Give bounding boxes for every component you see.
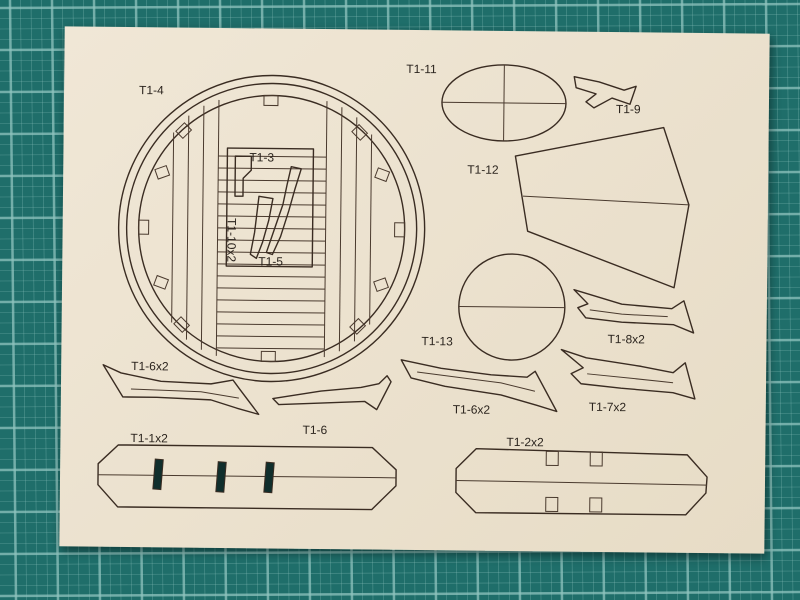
- part-t1-1x2: [97, 444, 397, 511]
- label-t1-10x2: T1-10x2: [224, 218, 239, 263]
- part-t1-8x2: [573, 288, 695, 334]
- label-t1-8x2: T1-8x2: [607, 332, 645, 347]
- label-t1-5: T1-5: [258, 254, 284, 269]
- part-t1-13-circle: [458, 253, 566, 361]
- part-t1-7x2: [560, 348, 696, 400]
- label-t1-4: T1-4: [139, 83, 164, 98]
- part-t1-4-round-deck: [117, 74, 426, 383]
- laser-cut-parts: [97, 64, 708, 516]
- label-t1-6: T1-6: [302, 422, 328, 438]
- part-t1-6x2-left: [102, 364, 260, 416]
- label-t1-12: T1-12: [467, 162, 499, 177]
- label-t1-6x2-left: T1-6x2: [131, 359, 169, 374]
- part-t1-6x2-right: [400, 359, 558, 413]
- part-t1-9: [573, 75, 637, 109]
- part-t1-2x2: [455, 447, 708, 516]
- label-t1-2x2: T1-2x2: [506, 434, 544, 450]
- label-t1-7x2: T1-7x2: [588, 399, 627, 415]
- label-t1-1x2: T1-1x2: [130, 431, 168, 446]
- label-t1-11: T1-11: [406, 61, 437, 77]
- label-t1-9: T1-9: [615, 102, 641, 117]
- part-t1-11-ellipse: [441, 64, 567, 142]
- label-t1-6x2-right: T1-6x2: [452, 402, 491, 417]
- label-t1-3: T1-3: [249, 150, 275, 165]
- plywood-sheet: T1-4 T1-3 T1-10x2 T1-5 T1-11 T1-9 T1-12 …: [59, 26, 770, 554]
- label-t1-13: T1-13: [421, 334, 453, 349]
- part-t1-6: [272, 375, 392, 411]
- part-t1-12-panel: [514, 126, 690, 289]
